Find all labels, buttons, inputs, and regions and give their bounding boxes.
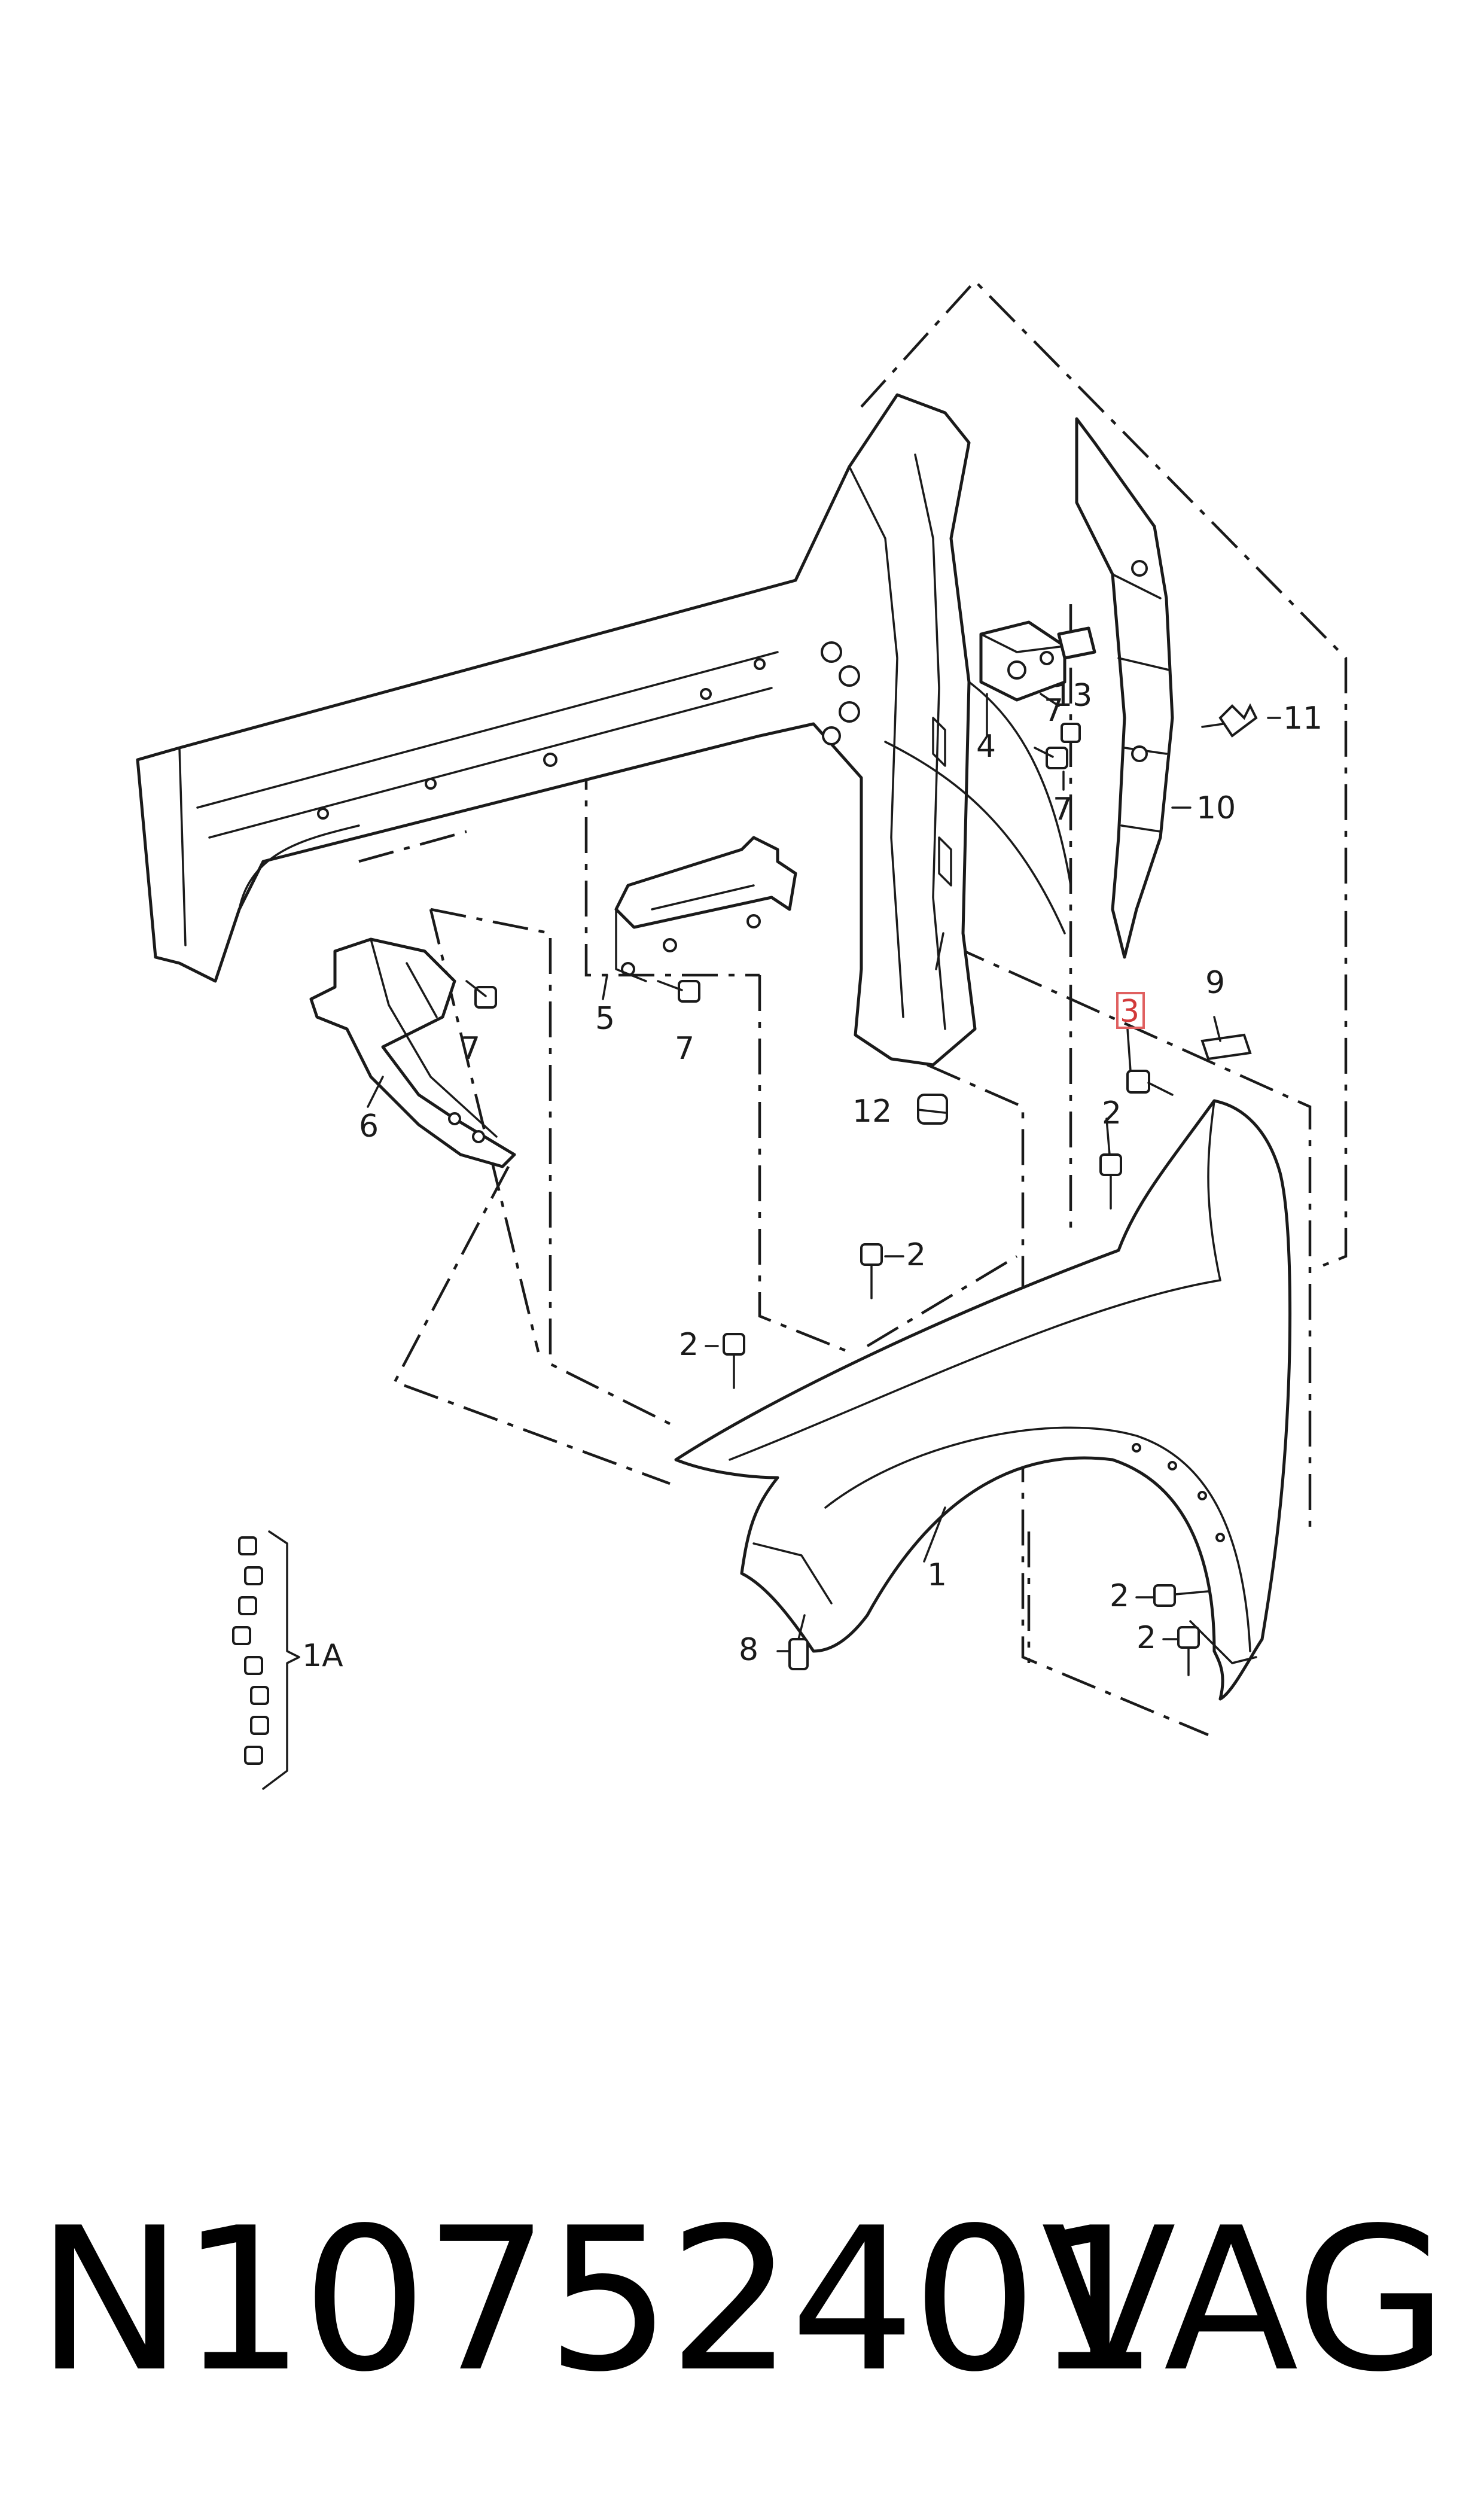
callout-12: 12 — [852, 1094, 892, 1129]
part-number: N10752401 — [36, 2185, 1160, 2415]
footer: N10752401 VAG — [0, 2202, 1484, 2453]
callout-2-upper: 2 — [1102, 1095, 1122, 1131]
pillar-trim-panel — [1075, 417, 1174, 959]
callout-1a: 1A — [302, 1638, 343, 1674]
callout-1: 1 — [927, 1557, 947, 1593]
callout-2-left: 2 — [679, 1327, 699, 1363]
callout-7-upper: 7 — [1044, 693, 1064, 729]
callout-2-wheelarch: 2 — [1110, 1578, 1129, 1614]
brand-name: VAG — [1041, 2185, 1448, 2415]
exploded-parts-diagram: 1 1A 2 2 2 2 2 3 4 5 6 7 7 7 7 8 9 10 11… — [136, 279, 1348, 1790]
hardware-kit-1a — [232, 1530, 300, 1790]
hood-hinge-bracket — [614, 836, 797, 982]
body-frame — [136, 393, 1072, 1067]
callout-3: 3 — [1120, 994, 1139, 1030]
front-fender — [674, 1099, 1292, 1701]
callout-10: 10 — [1196, 790, 1236, 826]
callout-13: 13 — [1053, 678, 1092, 714]
fastener-bolts — [465, 723, 1252, 1676]
callout-3-highlight-box — [1116, 992, 1145, 1029]
callout-11: 11 — [1283, 701, 1323, 736]
callout-leaders — [367, 693, 1281, 1652]
callout-6: 6 — [359, 1109, 379, 1144]
callout-7-bracket6: 7 — [461, 1031, 480, 1067]
callout-9: 9 — [1205, 965, 1225, 1001]
callout-8: 8 — [739, 1632, 758, 1668]
callout-7-pillar: 7 — [1053, 791, 1072, 827]
callout-5: 5 — [595, 1001, 615, 1037]
upper-bracket — [979, 620, 1096, 702]
lower-front-bracket — [309, 937, 516, 1168]
callout-labels: 1 1A 2 2 2 2 2 3 4 5 6 7 7 7 7 8 9 10 11… — [302, 678, 1323, 1674]
callout-2-lower: 2 — [1136, 1620, 1156, 1656]
callout-7-bracket5: 7 — [675, 1031, 694, 1067]
trim-clip — [1201, 703, 1258, 738]
callout-4: 4 — [976, 729, 996, 765]
callout-2-middle: 2 — [906, 1237, 926, 1273]
